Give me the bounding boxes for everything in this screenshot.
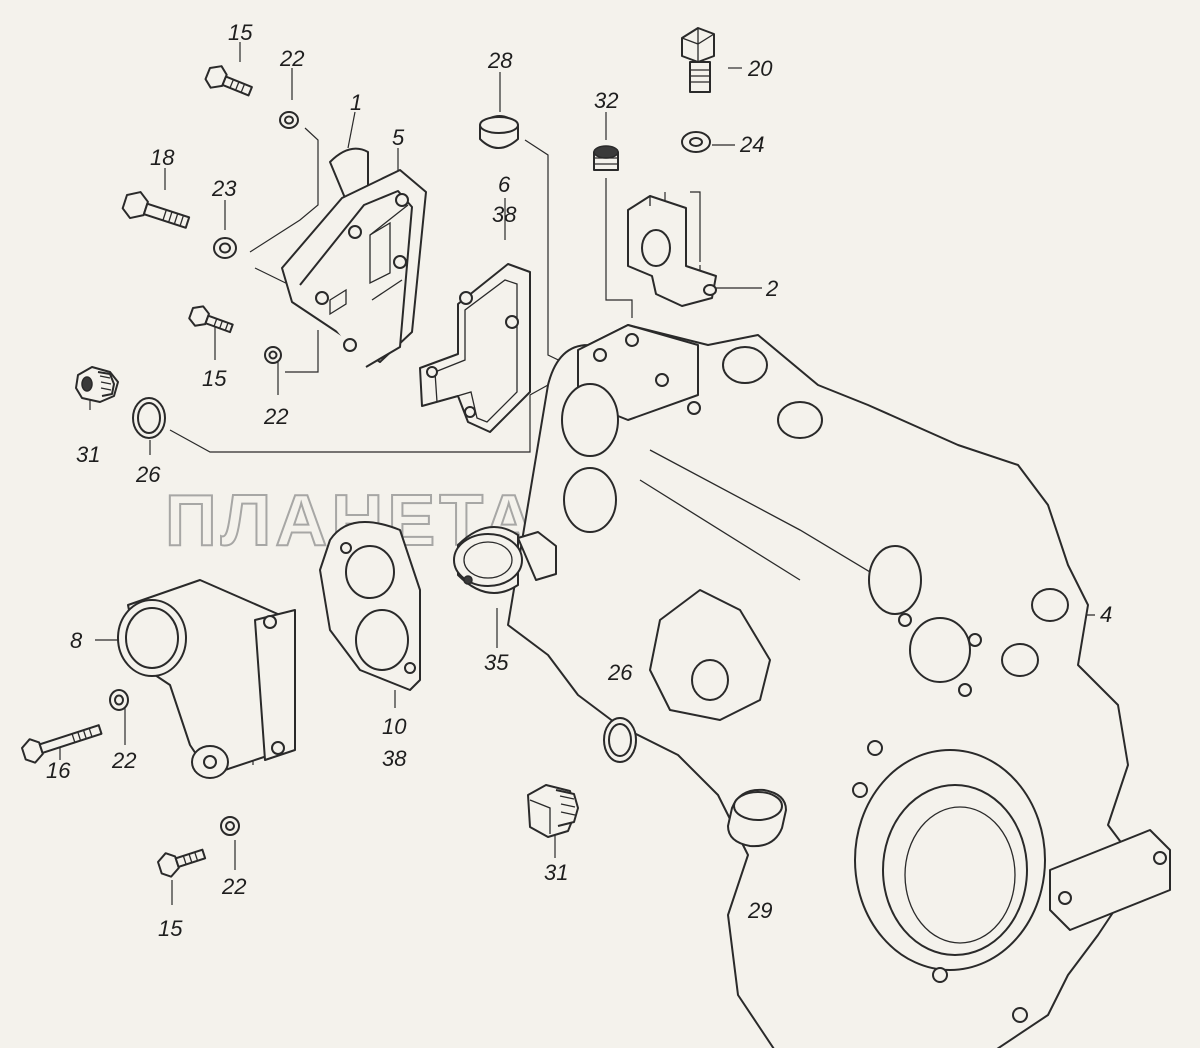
sleeve-29 [727, 788, 787, 848]
callout-26: 26 [135, 462, 161, 487]
callout-5: 5 [392, 125, 405, 150]
plug-31-left [75, 366, 119, 403]
thermostat-35 [453, 526, 557, 594]
callout-15: 15 [158, 916, 183, 941]
plug-31-lower [527, 784, 579, 838]
callout-31: 31 [544, 860, 568, 885]
callout-22: 22 [279, 46, 304, 71]
callout-labels: 15 22 1 5 28 32 20 24 18 23 6 38 2 15 22… [46, 20, 1112, 941]
callout-26: 26 [607, 660, 633, 685]
cap-28 [479, 115, 519, 149]
callout-22: 22 [263, 404, 288, 429]
callout-23: 23 [211, 176, 237, 201]
gasket-10-38 [319, 521, 421, 691]
callout-22: 22 [111, 748, 136, 773]
callout-18: 18 [150, 145, 175, 170]
washer-22-mid [264, 346, 282, 364]
outlet-elbow-8 [117, 579, 296, 779]
callout-29: 29 [747, 898, 772, 923]
washer-23 [213, 237, 237, 259]
callout-31: 31 [76, 442, 100, 467]
washer-22-lower [220, 816, 240, 836]
fitting-32 [593, 145, 619, 171]
thermostat-housing-1-5 [281, 147, 427, 368]
bolt-15-bottom [157, 848, 207, 878]
gasket-6-38 [419, 263, 531, 433]
ring-26-lower [603, 717, 637, 763]
callout-38: 38 [382, 746, 407, 771]
callout-32: 32 [594, 88, 618, 113]
bolt-20 [681, 27, 715, 93]
callout-1: 1 [350, 90, 362, 115]
callout-6: 6 [498, 172, 511, 197]
washer-22-lower-left [109, 689, 129, 711]
callout-24: 24 [739, 132, 764, 157]
oring-26-left [132, 397, 166, 439]
callout-2: 2 [765, 276, 778, 301]
bolt-15-mid [188, 305, 234, 334]
washer-24 [681, 131, 711, 153]
callout-16: 16 [46, 758, 71, 783]
callout-4: 4 [1100, 602, 1112, 627]
callout-8: 8 [70, 628, 83, 653]
bolt-15-top [204, 65, 253, 97]
bolt-18 [121, 191, 191, 229]
callout-38: 38 [492, 202, 517, 227]
callout-35: 35 [484, 650, 509, 675]
callout-15: 15 [228, 20, 253, 45]
callout-22: 22 [221, 874, 246, 899]
bracket-2 [627, 195, 717, 307]
callout-20: 20 [747, 56, 773, 81]
callout-15: 15 [202, 366, 227, 391]
callout-28: 28 [487, 48, 513, 73]
bolt-16 [21, 724, 103, 764]
callout-10: 10 [382, 714, 407, 739]
main-housing-4 [507, 324, 1171, 1048]
washer-22-top [279, 111, 299, 129]
